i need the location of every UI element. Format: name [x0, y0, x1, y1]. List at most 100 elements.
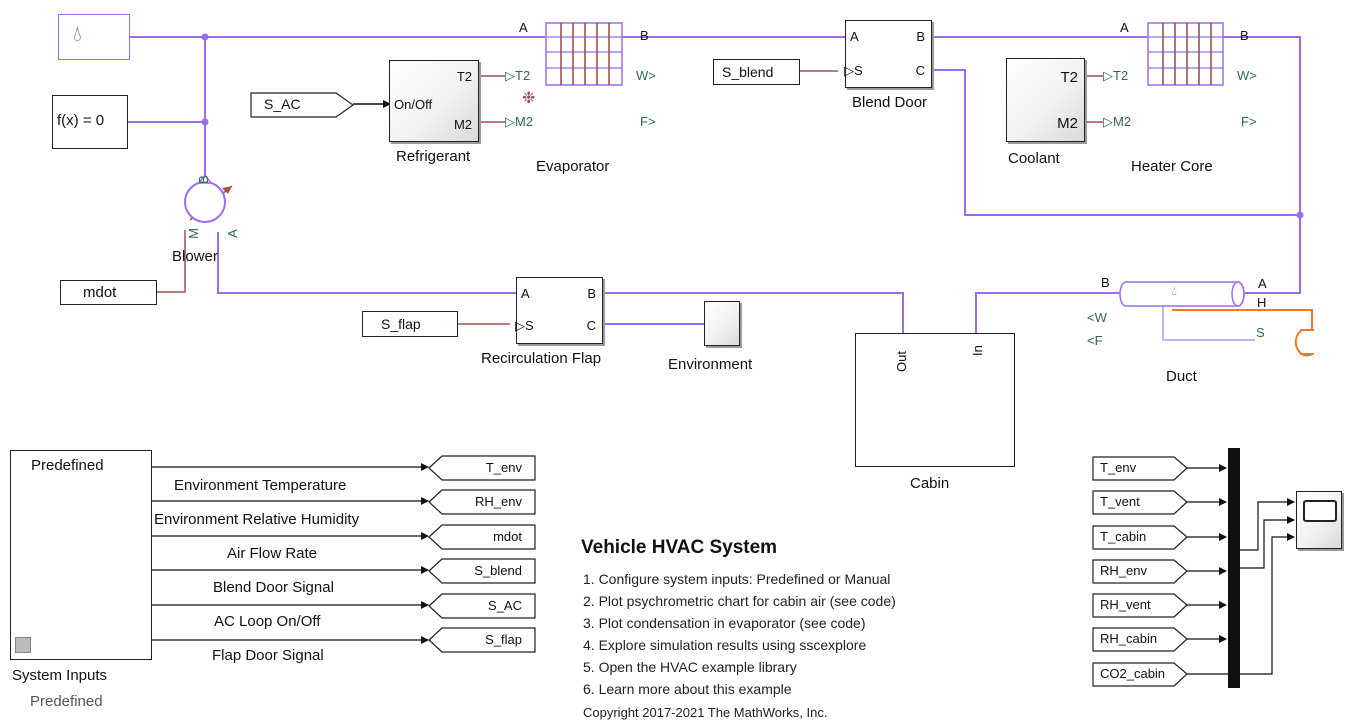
- flap-port-b: B: [587, 286, 596, 301]
- air-source-block[interactable]: 💧︎: [58, 14, 130, 60]
- evaporator-port-w: W>: [636, 68, 656, 83]
- goto-tag-label: S_flap: [485, 632, 522, 647]
- evaporator-block[interactable]: [545, 22, 623, 86]
- recirculation-flap-block[interactable]: A B ▷S C: [515, 277, 603, 344]
- blower-port-m: M: [185, 228, 201, 239]
- blend-port-s: ▷S: [844, 63, 863, 78]
- condensation-icon: ❉: [522, 90, 536, 107]
- from-tag[interactable]: T_cabin: [1092, 525, 1188, 550]
- duct-port-h: H: [1257, 295, 1267, 310]
- from-tag-label: T_cabin: [1100, 529, 1147, 544]
- goto-tag-label: mdot: [493, 529, 522, 544]
- mdot-from-tag[interactable]: mdot: [60, 280, 157, 305]
- duct-label: Duct: [1166, 368, 1197, 385]
- blend-port-c: C: [915, 63, 925, 78]
- signal-label-air-flow-rate: Air Flow Rate: [227, 545, 318, 562]
- duct-port-w: <W: [1087, 310, 1107, 325]
- annotation-item-1[interactable]: 1. Configure system inputs: Predefined o…: [583, 571, 891, 587]
- signal-label-ac-loop: AC Loop On/Off: [214, 613, 321, 630]
- cabin-port-out: Out: [894, 351, 909, 372]
- wire-duct-sensor: [1162, 304, 1255, 341]
- mdot-from-label: mdot: [83, 284, 117, 301]
- system-inputs-block[interactable]: Predefined: [10, 450, 152, 660]
- annotation-item-2[interactable]: 2. Plot psychrometric chart for cabin ai…: [583, 593, 896, 609]
- goto-tag-label: T_env: [485, 460, 522, 475]
- from-tag-label: CO2_cabin: [1100, 666, 1166, 681]
- heater-in-t2: ▷T2: [1103, 68, 1129, 83]
- refrigerant-port-onoff: On/Off: [394, 97, 433, 112]
- refrigerant-block[interactable]: T2 On/Off M2: [389, 60, 479, 142]
- cabin-label: Cabin: [910, 475, 950, 492]
- annotation-item-6[interactable]: 6. Learn more about this example: [583, 681, 792, 697]
- duct-port-a: A: [1258, 276, 1267, 291]
- environment-block[interactable]: [704, 301, 740, 346]
- from-tag-label: T_vent: [1100, 494, 1140, 509]
- solver-configuration-block[interactable]: f(x) = 0: [52, 95, 128, 149]
- wire-flap-to-cabin: [603, 292, 904, 333]
- goto-tag-label: S_blend: [474, 563, 522, 578]
- duct-block[interactable]: 💧︎: [1118, 280, 1248, 308]
- signal-label-flap-door-signal: Flap Door Signal: [212, 647, 324, 664]
- wire-blower-to-flap: [217, 232, 517, 294]
- signal-label-blend-door-signal: Blend Door Signal: [213, 579, 334, 596]
- wire-junction-to-duct: [1245, 215, 1301, 294]
- goto-tag[interactable]: S_AC: [428, 593, 536, 619]
- water-drops-icon: 💧︎: [73, 21, 83, 46]
- goto-tag[interactable]: T_env: [428, 455, 536, 481]
- annotation-item-3[interactable]: 3. Plot condensation in evaporator (see …: [583, 615, 866, 631]
- mux-block[interactable]: [1228, 448, 1240, 688]
- s-ac-from-tag[interactable]: S_AC: [250, 92, 354, 118]
- signal-label-environment-relative-humidity: Environment Relative Humidity: [154, 511, 360, 528]
- system-inputs-mode: Predefined: [31, 457, 104, 474]
- copyright: Copyright 2017-2021 The MathWorks, Inc.: [583, 705, 828, 720]
- heater-port-a: A: [1120, 20, 1129, 35]
- scope-block[interactable]: [1296, 491, 1342, 549]
- evaporator-port-b: B: [640, 28, 649, 43]
- duct-port-s: S: [1256, 325, 1265, 340]
- s-blend-from-tag[interactable]: S_blend: [713, 59, 800, 85]
- flap-port-a: A: [521, 286, 530, 301]
- from-tag[interactable]: CO2_cabin: [1092, 662, 1188, 687]
- blower-port-b: B: [195, 175, 211, 184]
- from-tag[interactable]: RH_vent: [1092, 593, 1188, 618]
- s-flap-from-tag[interactable]: S_flap: [362, 311, 458, 337]
- system-inputs-sublabel: Predefined: [30, 693, 103, 710]
- blend-door-block[interactable]: A B ▷S C: [844, 20, 932, 88]
- heater-port-b: B: [1240, 28, 1249, 43]
- thermal-ground-icon: [1294, 329, 1314, 357]
- evaporator-port-a: A: [519, 20, 528, 35]
- system-inputs-label: System Inputs: [12, 667, 108, 684]
- blower-symbol: [184, 181, 226, 223]
- heater-port-w: W>: [1237, 68, 1257, 83]
- heater-in-m2: ▷M2: [1103, 114, 1132, 129]
- goto-tag[interactable]: S_blend: [428, 558, 536, 584]
- coolant-block[interactable]: T2 M2: [1006, 58, 1085, 142]
- from-tag-label: RH_vent: [1100, 597, 1151, 612]
- coolant-port-t2: T2: [1060, 69, 1078, 86]
- refrigerant-port-t2: T2: [456, 69, 472, 84]
- goto-tag[interactable]: S_flap: [428, 627, 536, 653]
- heater-core-label: Heater Core: [1131, 158, 1213, 175]
- blower-label: Blower: [172, 248, 218, 265]
- from-tag[interactable]: T_vent: [1092, 490, 1188, 515]
- from-tag[interactable]: RH_cabin: [1092, 627, 1188, 652]
- heater-port-f: F>: [1241, 114, 1257, 129]
- goto-tag[interactable]: mdot: [428, 524, 536, 550]
- duct-port-f: <F: [1087, 333, 1103, 348]
- goto-tag-label: S_AC: [488, 598, 522, 613]
- s-ac-from-label: S_AC: [264, 96, 301, 112]
- from-tag[interactable]: RH_env: [1092, 559, 1188, 584]
- annotation-item-5[interactable]: 5. Open the HVAC example library: [583, 659, 797, 675]
- coolant-label: Coolant: [1008, 150, 1060, 167]
- blend-port-a: A: [850, 29, 859, 44]
- wire-duct-thermal: [1172, 309, 1313, 330]
- cabin-block[interactable]: Out In: [855, 333, 1015, 467]
- solver-label: f(x) = 0: [57, 112, 105, 129]
- goto-tag[interactable]: RH_env: [428, 489, 536, 515]
- annotation-item-4[interactable]: 4. Explore simulation results using ssce…: [583, 637, 867, 653]
- from-tag[interactable]: T_env: [1092, 456, 1188, 481]
- scope-screen-icon: [1303, 500, 1337, 522]
- subsystem-icon: [15, 637, 31, 653]
- heater-core-block[interactable]: [1147, 22, 1224, 86]
- evaporator-port-f: F>: [640, 114, 656, 129]
